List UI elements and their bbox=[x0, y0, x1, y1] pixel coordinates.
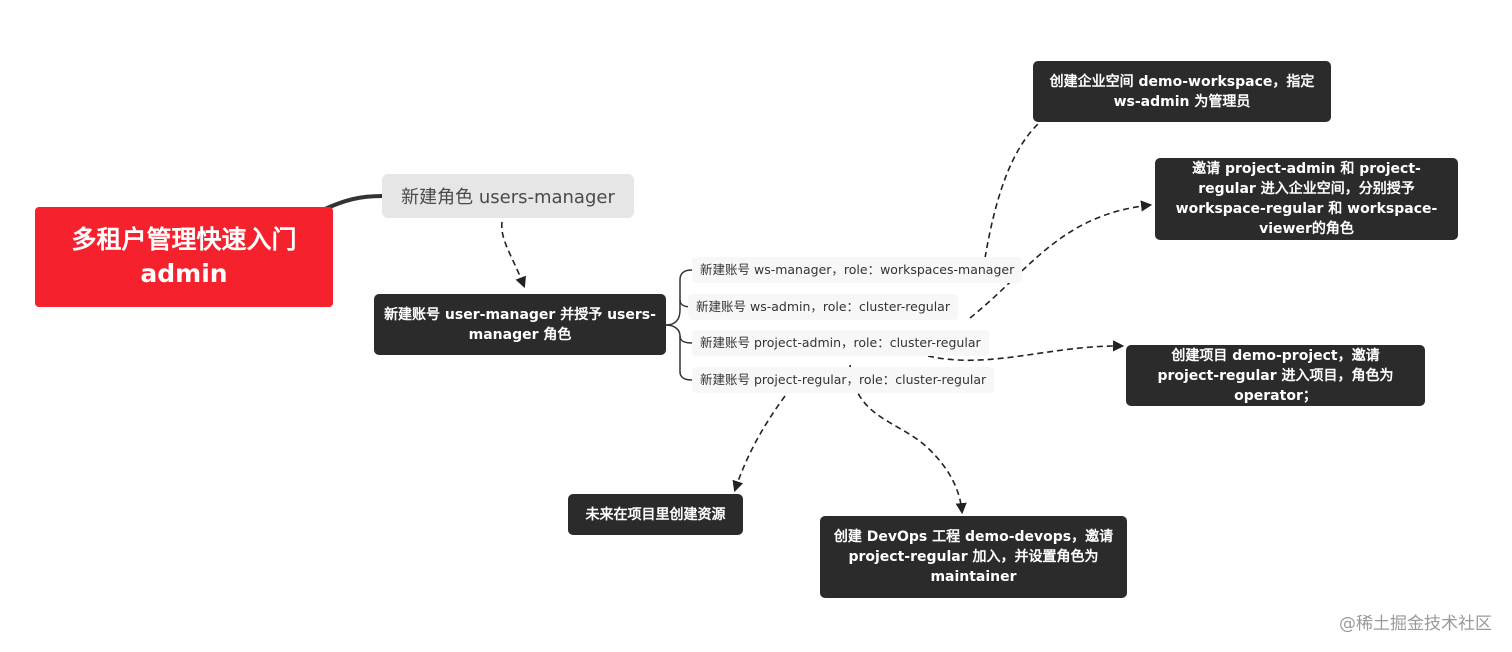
link-to-project bbox=[927, 340, 1125, 362]
step-resources-node[interactable]: 未来在项目里创建资源 bbox=[568, 494, 743, 535]
step-devops-node[interactable]: 创建 DevOps 工程 demo-devops，邀请 project-regu… bbox=[820, 516, 1127, 598]
role-node[interactable]: 新建角色 users-manager bbox=[382, 174, 634, 218]
account-ws-admin[interactable]: 新建账号 ws-admin，role：cluster-regular bbox=[688, 294, 958, 320]
user-manager-node[interactable]: 新建账号 user-manager 并授予 users-manager 角色 bbox=[374, 294, 666, 355]
root-node[interactable]: 多租户管理快速入门 admin bbox=[35, 207, 333, 307]
link-to-workspace bbox=[984, 121, 1041, 259]
account-project-regular[interactable]: 新建账号 project-regular，role：cluster-regula… bbox=[692, 367, 995, 393]
root-title: 多租户管理快速入门 bbox=[71, 225, 297, 254]
account-ws-manager[interactable]: 新建账号 ws-manager，role：workspaces-manager bbox=[692, 257, 1023, 283]
link-role-to-user-manager bbox=[501, 221, 526, 289]
link-to-invite bbox=[969, 200, 1153, 319]
account-project-admin[interactable]: 新建账号 project-admin，role：cluster-regular bbox=[692, 330, 989, 356]
step-workspace-node[interactable]: 创建企业空间 demo-workspace，指定 ws-admin 为管理员 bbox=[1033, 61, 1331, 122]
account-bracket-4 bbox=[679, 336, 693, 381]
branch-root-to-role bbox=[324, 194, 383, 211]
account-bracket bbox=[665, 269, 693, 326]
watermark: @稀土掘金技术社区 bbox=[1339, 614, 1492, 634]
step-project-node[interactable]: 创建项目 demo-project，邀请 project-regular 进入项… bbox=[1126, 345, 1425, 406]
account-bracket-3 bbox=[665, 324, 693, 344]
link-to-devops bbox=[849, 364, 967, 515]
step-invite-node[interactable]: 邀请 project-admin 和 project-regular 进入企业空… bbox=[1155, 158, 1458, 240]
link-to-resources bbox=[732, 395, 786, 493]
root-subtitle: admin bbox=[140, 259, 228, 288]
